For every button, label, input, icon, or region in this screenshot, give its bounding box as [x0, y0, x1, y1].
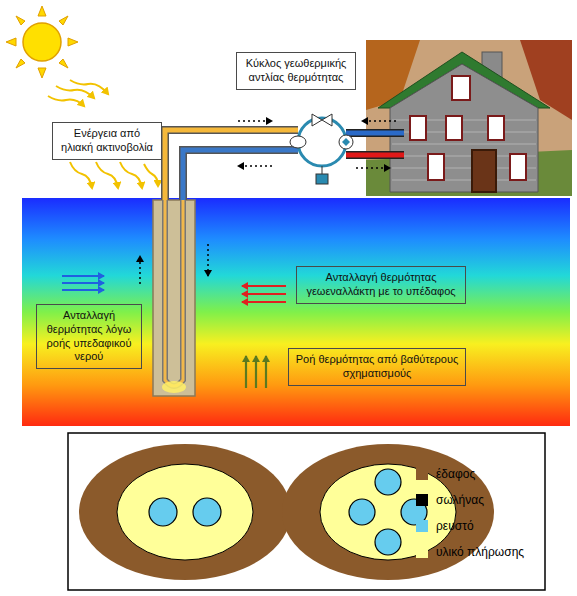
- text-box: Ανταλλαγή θερμότητας γεωεναλλάκτη με το …: [296, 266, 466, 304]
- house: [366, 40, 572, 196]
- text-box: Κύκλος γεωθερμικής αντλίας θερμότητας: [236, 52, 356, 90]
- text-box: Ροή θερμότητας από βαθύτερους σχηματισμο…: [288, 348, 466, 386]
- legend-text: ρευστό: [436, 518, 474, 534]
- legend: έδαφος σωλήνας ρευστό υλικό πλήρωσης: [416, 0, 541, 596]
- box-text: Κύκλος γεωθερμικής αντλίας θερμότητας: [242, 57, 350, 85]
- legend-text: υλικό πλήρωσης: [436, 544, 524, 560]
- loop-pipes: [165, 130, 404, 200]
- legend-swatch: [416, 520, 428, 532]
- legend-item: έδαφος: [416, 466, 541, 482]
- legend-text: έδαφος: [436, 466, 475, 482]
- box-text: Ανταλλαγή θερμότητας λόγω ροής υπεδαφικο…: [42, 309, 136, 364]
- legend-swatch: [416, 468, 428, 480]
- flow-arrows: [140, 121, 396, 284]
- text-box: Ενέργεια από ηλιακή ακτινοβολία: [52, 122, 162, 160]
- legend-item: υλικό πλήρωσης: [416, 544, 541, 560]
- legend-item: σωλήνας: [416, 492, 541, 508]
- box-text: Ανταλλαγή θερμότητας γεωεναλλάκτη με το …: [302, 271, 460, 299]
- legend-text: σωλήνας: [436, 492, 484, 508]
- cross-section-panel: [68, 433, 545, 590]
- borehole: [153, 128, 195, 396]
- sun: [6, 6, 78, 78]
- heat-pump-cycle: [290, 114, 353, 184]
- legend-swatch: [416, 546, 428, 558]
- box-text: Ενέργεια από ηλιακή ακτινοβολία: [58, 127, 156, 155]
- legend-swatch: [416, 494, 428, 506]
- legend-item: ρευστό: [416, 518, 541, 534]
- ground-gradient: [22, 198, 570, 426]
- text-box: Ανταλλαγή θερμότητας λόγω ροής υπεδαφικο…: [36, 304, 142, 369]
- box-text: Ροή θερμότητας από βαθύτερους σχηματισμο…: [294, 353, 460, 381]
